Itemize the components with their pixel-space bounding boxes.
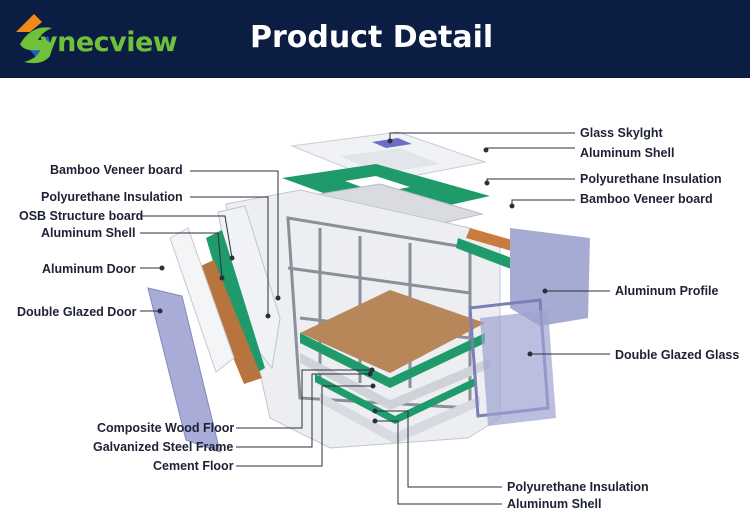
exploded-house-diagram bbox=[140, 131, 610, 505]
glass-skylight bbox=[372, 138, 412, 148]
aluminum-door bbox=[169, 227, 235, 373]
label-aluminum-shell-left: Aluminum Shell bbox=[41, 226, 136, 240]
left-bamboo-board bbox=[196, 260, 262, 384]
right-aluminum-shell bbox=[510, 228, 590, 326]
label-glass-skylight: Glass Skylght bbox=[580, 126, 663, 140]
label-polyurethane-insulation-bottom: Polyurethane Insulation bbox=[507, 480, 649, 494]
label-aluminum-shell-top: Aluminum Shell bbox=[580, 146, 675, 160]
composite-wood-floor bbox=[300, 290, 485, 373]
label-galvanized-steel-frame: Galvanized Steel Frame bbox=[93, 440, 234, 454]
header-bar: ynecview Product Detail bbox=[0, 0, 750, 78]
label-cement-floor: Cement Floor bbox=[153, 459, 234, 473]
cement-floor bbox=[300, 353, 490, 410]
label-composite-wood-floor: Composite Wood Floor bbox=[97, 421, 235, 435]
page-title: Product Detail bbox=[250, 20, 494, 55]
label-polyurethane-insulation-left: Polyurethane Insulation bbox=[41, 190, 183, 204]
label-double-glazed-door: Double Glazed Door bbox=[17, 305, 137, 319]
label-aluminum-profile: Aluminum Profile bbox=[615, 284, 719, 298]
label-polyurethane-insulation-top: Polyurethane Insulation bbox=[580, 172, 722, 186]
label-double-glazed-glass: Double Glazed Glass bbox=[615, 348, 740, 362]
floor-shell bbox=[320, 393, 480, 444]
brand-name: ynecview bbox=[40, 27, 178, 58]
label-aluminum-shell-bottom: Aluminum Shell bbox=[507, 497, 602, 511]
label-osb-structure-board: OSB Structure board bbox=[19, 209, 144, 223]
label-aluminum-door: Aluminum Door bbox=[42, 262, 136, 276]
double-glazed-door bbox=[147, 287, 221, 453]
double-glazed-glass bbox=[480, 310, 556, 426]
label-bamboo-veneer-right: Bamboo Veneer board bbox=[580, 192, 713, 206]
label-bamboo-veneer-left: Bamboo Veneer board bbox=[50, 163, 183, 177]
floor-green-layer bbox=[315, 374, 475, 424]
synecview-logo bbox=[16, 14, 52, 64]
